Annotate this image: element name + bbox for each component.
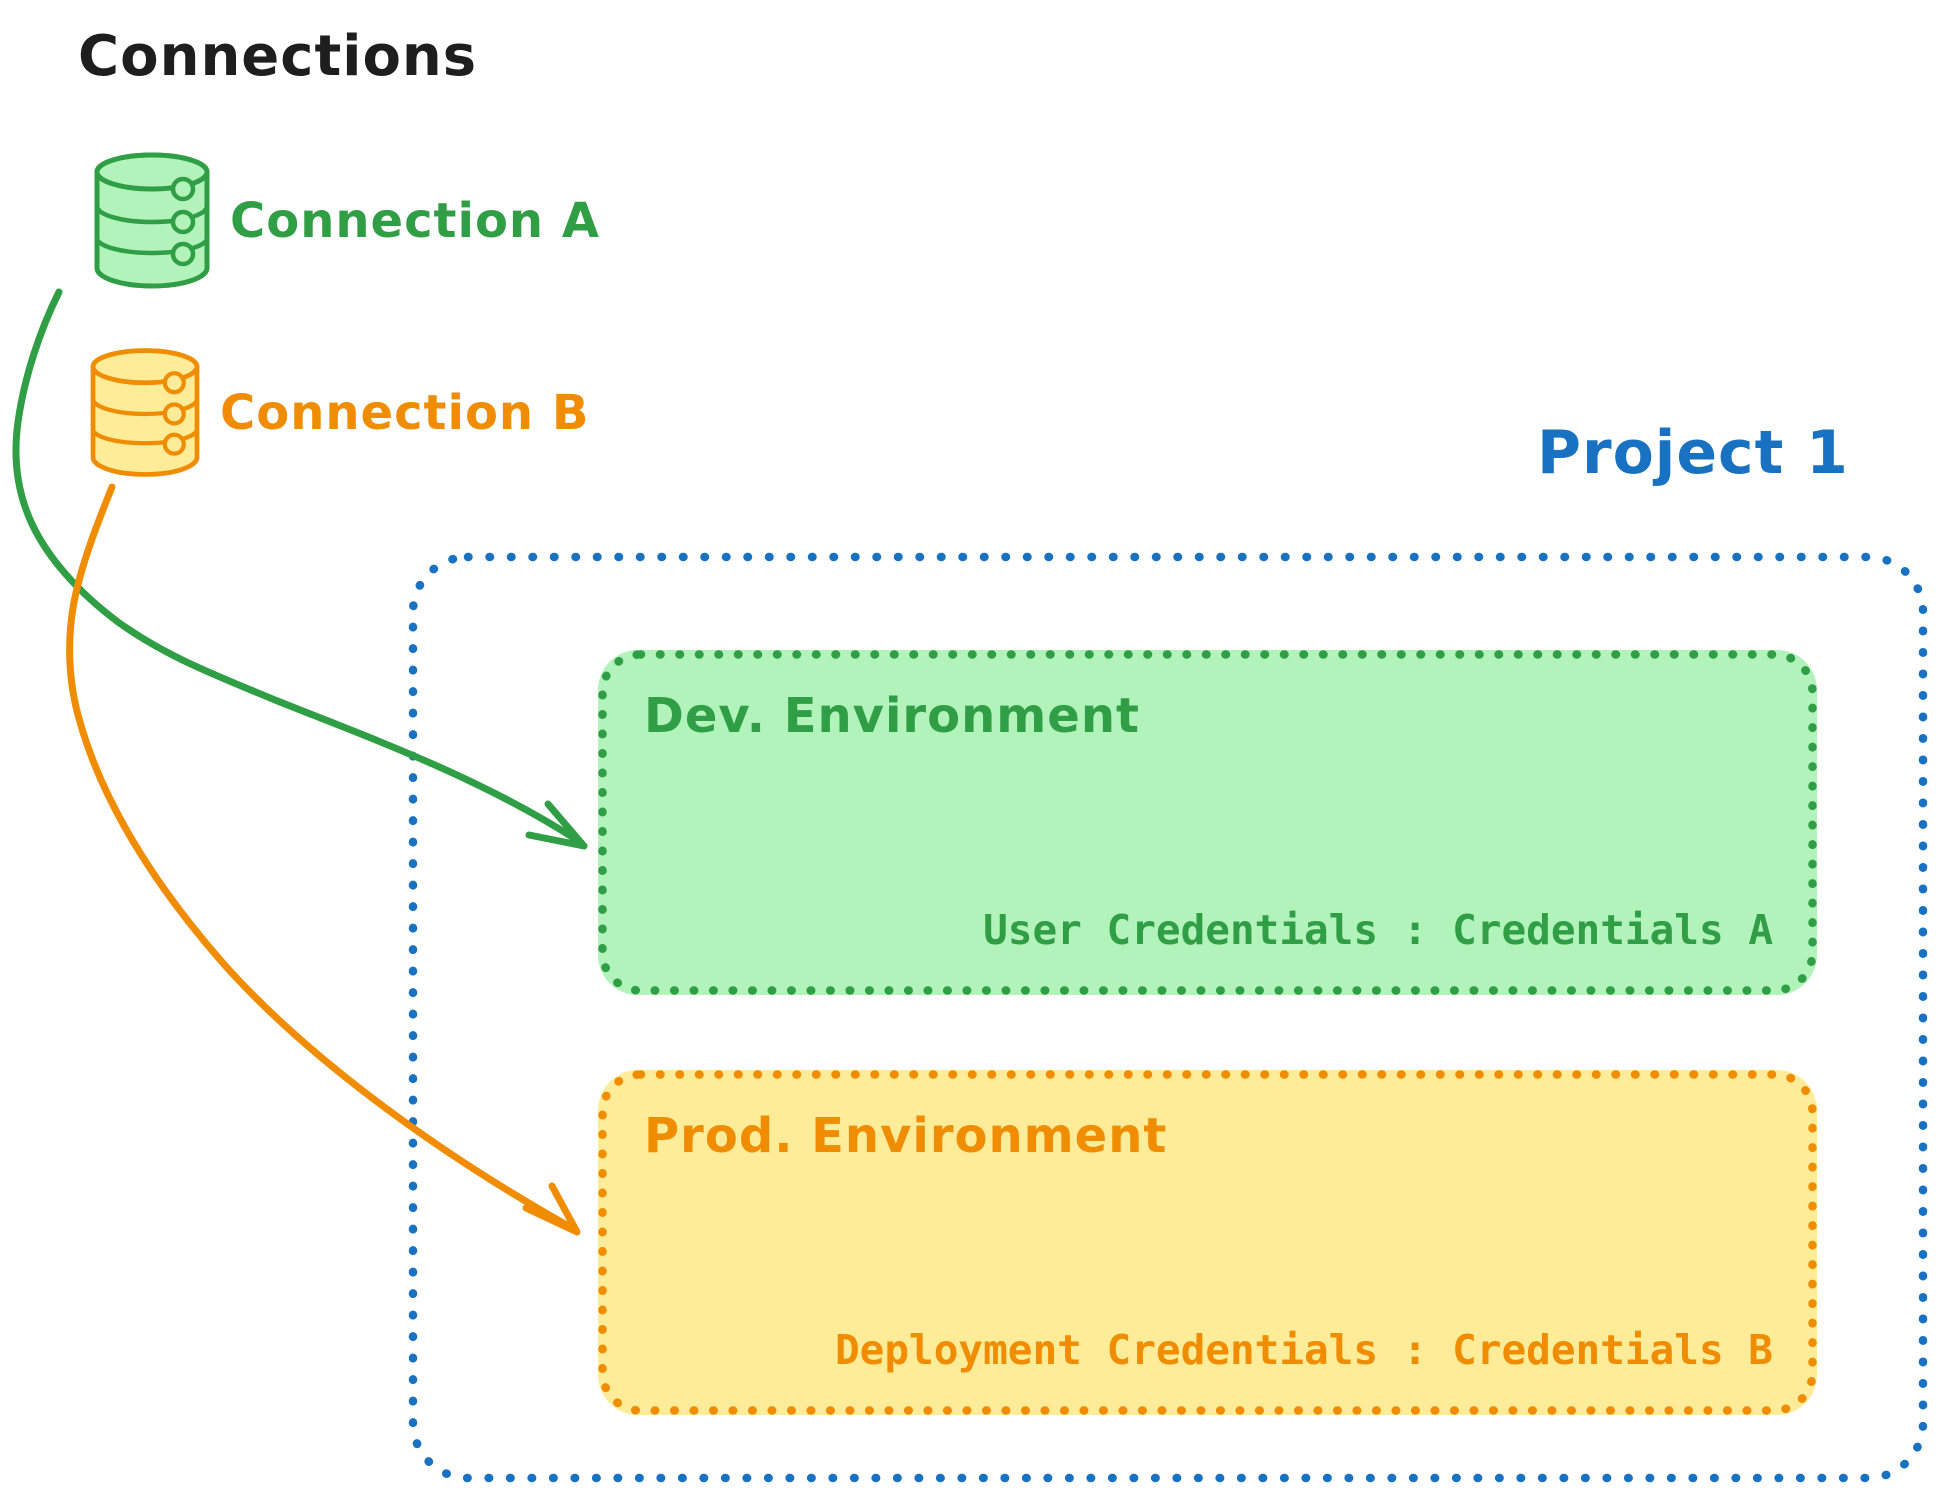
- project-title: Project 1: [1537, 418, 1849, 488]
- prod-environment-title: Prod. Environment: [644, 1108, 1168, 1164]
- connection-b-item: Connection B: [88, 344, 589, 482]
- connection-b-label: Connection B: [220, 384, 590, 441]
- prod-environment-box: Prod. Environment Deployment Credentials…: [598, 1070, 1817, 1415]
- connections-title: Connections: [78, 24, 478, 89]
- database-icon: [94, 152, 210, 289]
- database-icon: [90, 348, 200, 477]
- dev-environment-box: Dev. Environment User Credentials : Cred…: [598, 650, 1817, 995]
- dev-environment-credentials: User Credentials : Credentials A: [983, 905, 1773, 954]
- dev-environment-title: Dev. Environment: [644, 688, 1140, 744]
- connection-a-label: Connection A: [230, 192, 600, 249]
- prod-environment-credentials: Deployment Credentials : Credentials B: [835, 1325, 1773, 1374]
- connection-a-item: Connection A: [92, 148, 600, 294]
